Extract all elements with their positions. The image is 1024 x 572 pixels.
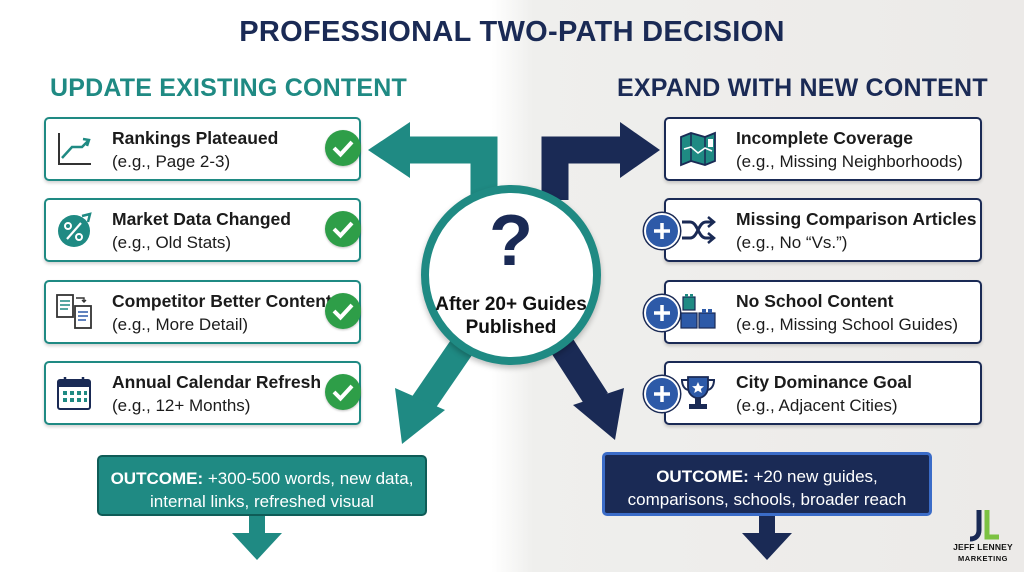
jl-logo-mark — [969, 510, 999, 542]
right-bottom-arrow-shaft — [759, 515, 775, 537]
plus-icon — [644, 376, 680, 412]
trend-chart-icon — [58, 133, 91, 165]
check-icon — [325, 211, 361, 247]
outcome-text-line1: +20 new guides, — [753, 467, 878, 486]
decision-label-line2: Published — [465, 317, 557, 338]
card-subtitle: (e.g., Missing School Guides) — [736, 315, 959, 334]
card-title: Annual Calendar Refresh — [112, 372, 322, 392]
decision-circle: ? After 20+ Guides Published — [421, 185, 601, 365]
card-subtitle: (e.g., Missing Neighborhoods) — [736, 152, 963, 171]
trophy-icon — [680, 376, 716, 409]
page-title: PROFESSIONAL TWO-PATH DECISION — [239, 16, 785, 48]
update-outcome-box: OUTCOME: +300-500 words, new data, inter… — [97, 455, 427, 516]
arrow-to-right-outcome-path — [546, 330, 608, 408]
expand-card-comparison: Missing Comparison Articles (e.g., No “V… — [644, 198, 982, 262]
outcome-text-line1: +300-500 words, new data, — [207, 469, 414, 488]
update-card-market-data: Market Data Changed (e.g., Old Stats) — [44, 198, 361, 262]
card-title: Market Data Changed — [112, 209, 291, 229]
expand-card-school: No School Content (e.g., Missing School … — [644, 280, 982, 344]
card-subtitle: (e.g., Page 2-3) — [112, 152, 231, 171]
shuffle-icon — [682, 216, 716, 244]
update-card-competitor: Competitor Better Content (e.g., More De… — [44, 280, 361, 344]
outcome-label: OUTCOME: — [656, 467, 749, 486]
outcome-text-line2: internal links, refreshed visual — [150, 492, 374, 511]
card-title: Competitor Better Content — [112, 291, 332, 311]
plus-icon — [644, 213, 680, 249]
decision-label-line1: After 20+ Guides — [435, 294, 587, 315]
arrow-to-right-outcome-head — [573, 388, 624, 440]
card-title: Incomplete Coverage — [736, 128, 913, 148]
card-title: No School Content — [736, 291, 894, 311]
brand-logo: JEFF LENNEY MARKETING — [945, 508, 1021, 570]
card-title: Rankings Plateaued — [112, 128, 279, 148]
document-compare-icon — [56, 294, 92, 329]
logo-subtitle: MARKETING — [958, 554, 1008, 563]
question-mark-icon: ? — [489, 201, 533, 281]
card-title: City Dominance Goal — [736, 372, 913, 392]
decision-label: After 20+ Guides Published — [429, 293, 593, 339]
card-subtitle: (e.g., Adjacent Cities) — [736, 396, 898, 415]
card-title: Missing Comparison Articles — [736, 209, 977, 229]
arrow-to-expand-head — [620, 122, 660, 178]
arrow-to-update-head — [368, 122, 410, 178]
calendar-icon — [57, 377, 91, 410]
arrow-to-left-outcome-head — [395, 388, 445, 444]
card-subtitle: (e.g., Old Stats) — [112, 233, 232, 252]
left-bottom-arrow-shaft — [249, 515, 265, 537]
outcome-label: OUTCOME: — [110, 469, 204, 488]
plus-icon — [644, 295, 680, 331]
outcome-text-line2: comparisons, schools, broader reach — [627, 490, 907, 509]
card-subtitle: (e.g., 12+ Months) — [112, 396, 251, 415]
map-icon — [680, 131, 716, 167]
expand-card-city: City Dominance Goal (e.g., Adjacent Citi… — [644, 361, 982, 425]
card-subtitle: (e.g., More Detail) — [112, 315, 249, 334]
check-icon — [325, 293, 361, 329]
arrow-to-expand-path — [541, 136, 625, 200]
blocks-icon — [680, 294, 716, 329]
card-subtitle: (e.g., No “Vs.”) — [736, 233, 848, 252]
expand-card-coverage: Incomplete Coverage (e.g., Missing Neigh… — [664, 117, 982, 181]
logo-name: JEFF LENNEY — [953, 542, 1013, 552]
update-card-calendar: Annual Calendar Refresh (e.g., 12+ Month… — [44, 361, 361, 425]
update-card-rankings: Rankings Plateaued (e.g., Page 2-3) — [44, 117, 361, 181]
left-bottom-arrow-head — [232, 533, 282, 560]
percent-icon — [58, 212, 92, 247]
left-column-heading: UPDATE EXISTING CONTENT — [50, 74, 407, 102]
right-column-heading: EXPAND WITH NEW CONTENT — [617, 74, 988, 102]
check-icon — [325, 130, 361, 166]
check-icon — [325, 374, 361, 410]
expand-outcome-box: OUTCOME: +20 new guides, comparisons, sc… — [602, 452, 932, 516]
right-bottom-arrow-head — [742, 533, 792, 560]
arrow-to-update-path — [405, 136, 498, 200]
